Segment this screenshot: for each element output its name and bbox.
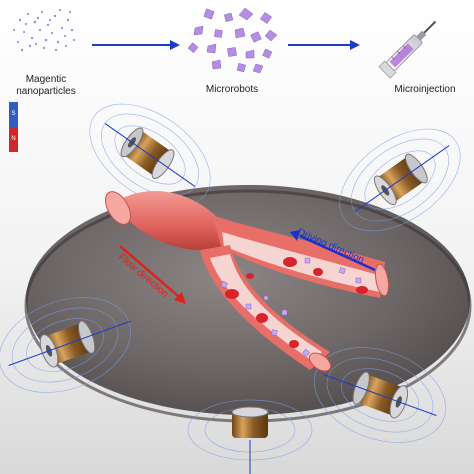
blood-vessel: [105, 191, 390, 372]
coil-bottom-center: [231, 406, 269, 474]
magnet-north-pole: N: [9, 127, 18, 152]
microrobots-cluster: [187, 7, 278, 74]
microrobots-in-vessel: [220, 257, 362, 357]
step-label-nanoparticles-line2: nanoparticles: [16, 86, 76, 97]
coil-bottom-left: [8, 320, 131, 368]
bar-magnet-icon: S N: [9, 102, 18, 152]
driving-direction-arrow: [290, 230, 376, 272]
coil-top-right: [354, 145, 450, 212]
nanoparticles-cluster: [12, 8, 76, 52]
red-blood-cells: [225, 257, 368, 348]
syringe-icon: [378, 20, 437, 79]
process-arrow-1: [92, 40, 180, 50]
coil-bottom-right: [323, 371, 437, 419]
magnet-south-pole: S: [9, 102, 18, 127]
coil-top-left: [104, 123, 196, 187]
step-label-microinjection: Microinjection: [394, 84, 456, 95]
process-arrow-2: [288, 40, 360, 50]
flow-direction-arrow: [119, 245, 186, 304]
step-label-nanoparticles: Magentic nanoparticles: [6, 74, 86, 98]
step-label-nanoparticles-line1: Magentic: [25, 74, 67, 85]
step-label-microrobots: Microrobots: [205, 84, 259, 95]
